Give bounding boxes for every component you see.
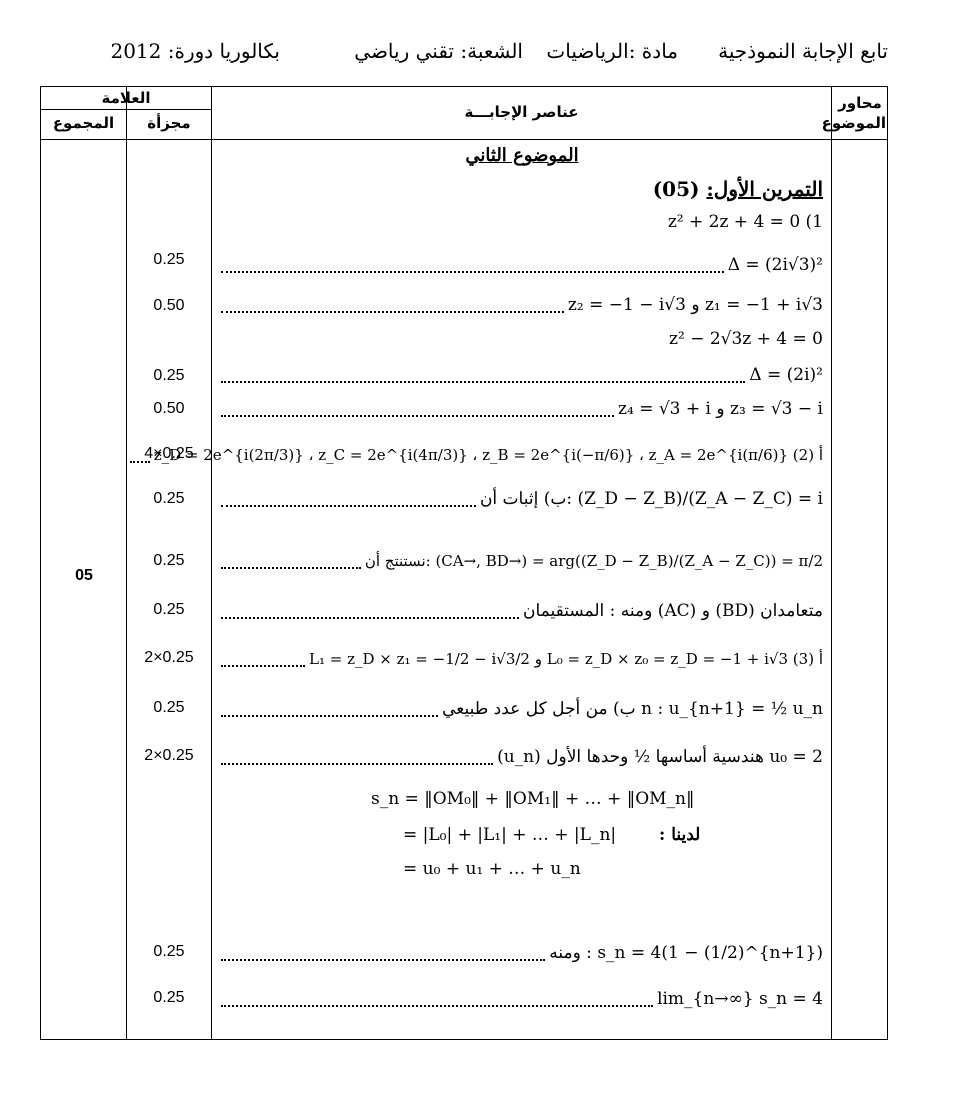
- exercise-label: التمرين الأول:: [706, 177, 823, 201]
- row-score: 2×0.25: [144, 649, 194, 666]
- answer-row: نستنتج أن: (CA→, BD→) = arg((Z_D − Z_B)/…: [221, 541, 823, 581]
- header-continuation: تابع الإجابة النموذجية: [718, 39, 888, 63]
- row-score: 0.25: [153, 989, 185, 1006]
- header-branch: الشعبة: تقني رياضي: [354, 39, 523, 63]
- answer-row: (u_n) هندسية أساسها ½ وحدها الأول u₀ = 2: [221, 737, 823, 777]
- dot-leader: [221, 715, 439, 717]
- col-divider-total: [126, 87, 127, 1039]
- row-score: 0.25: [153, 251, 185, 268]
- row-score: 0.50: [153, 400, 185, 417]
- row-score: 0.25: [153, 943, 185, 960]
- answer-row: Δ = (2i)²: [221, 355, 823, 395]
- header-bottom-divider: [41, 139, 887, 140]
- dot-leader: [129, 461, 150, 463]
- dot-leader: [221, 959, 546, 961]
- sum-label: لدينا :: [659, 825, 701, 845]
- header-session: بكالوريا دورة: 2012: [110, 39, 280, 63]
- partial-header: مجزأة: [147, 114, 191, 132]
- dot-leader: [221, 505, 476, 507]
- answer-row: L₁ = z_D × z₁ = −1/2 − i√3/2 و L₀ = z_D …: [221, 639, 823, 679]
- row-score: 0.25: [153, 699, 185, 716]
- answer-row: z² − 2√3z + 4 = 0: [669, 329, 823, 349]
- row-score: 2×0.25: [144, 747, 194, 764]
- dot-leader: [221, 1005, 654, 1007]
- row-score: 4×0.25: [144, 445, 194, 462]
- answer-row: ومنه : المستقيمان (AC) و (BD) متعامدان: [221, 591, 823, 631]
- col-divider-partial: [211, 87, 212, 1039]
- dot-leader: [221, 311, 564, 313]
- total-header: المجموع: [52, 114, 115, 132]
- row-score: 0.50: [153, 297, 185, 314]
- axes-header: محاور الموضوع: [821, 94, 886, 132]
- answer-table: العلامة المجموع مجزأة عناصر الإجابـــة م…: [40, 86, 888, 1040]
- sum-line-2: = |L₀| + |L₁| + … + |L_n|: [403, 825, 617, 845]
- col-divider-axes: [831, 87, 832, 1039]
- row-score: 0.25: [153, 367, 185, 384]
- answer-row: z² + 2z + 4 = 0 (1: [667, 212, 823, 232]
- answer-row: ب) من أجل كل عدد طبيعي n : u_{n+1} = ½ u…: [221, 689, 823, 729]
- dot-leader: [221, 665, 306, 667]
- answer-row: z₂ = −1 − i√3 و z₁ = −1 + i√3: [221, 285, 823, 325]
- dot-leader: [221, 271, 724, 273]
- answer-row: ب) إثبات أن: (Z_D − Z_B)/(Z_A − Z_C) = i: [221, 479, 823, 519]
- total-score: 05: [75, 567, 93, 584]
- answer-row: ومنه : s_n = 4(1 − (1/2)^{n+1}): [221, 933, 823, 973]
- header-subject: مادة :الرياضيات: [546, 39, 678, 63]
- elements-header: عناصر الإجابـــة: [464, 103, 579, 121]
- answer-row: Δ = (2i√3)²: [221, 245, 823, 285]
- sum-line-1: s_n = ‖OM₀‖ + ‖OM₁‖ + … + ‖OM_n‖: [371, 789, 695, 809]
- dot-leader: [221, 381, 746, 383]
- dot-leader: [221, 763, 494, 765]
- answer-row: z_D = 2e^{i(2π/3)} ، z_C = 2e^{i(4π/3)} …: [129, 435, 823, 475]
- row-score: 0.25: [153, 552, 185, 569]
- dot-leader: [221, 567, 361, 569]
- row-score: 0.25: [153, 601, 185, 618]
- dot-leader: [221, 415, 615, 417]
- answer-row: lim_{n→∞} s_n = 4: [221, 979, 823, 1019]
- grade-header: العلامة: [101, 89, 151, 107]
- page-header: تابع الإجابة النموذجية مادة :الرياضيات ا…: [40, 36, 888, 66]
- exercise-heading: التمرين الأول: (05): [221, 177, 823, 201]
- grade-subheader-divider: [41, 109, 211, 110]
- exercise-points: (05): [652, 177, 700, 201]
- topic-title: الموضوع الثاني: [465, 145, 579, 166]
- row-score: 0.25: [153, 490, 185, 507]
- dot-leader: [221, 617, 520, 619]
- sum-line-3: = u₀ + u₁ + … + u_n: [403, 859, 581, 879]
- answer-row: z₄ = √3 + i و z₃ = √3 − i: [221, 389, 823, 429]
